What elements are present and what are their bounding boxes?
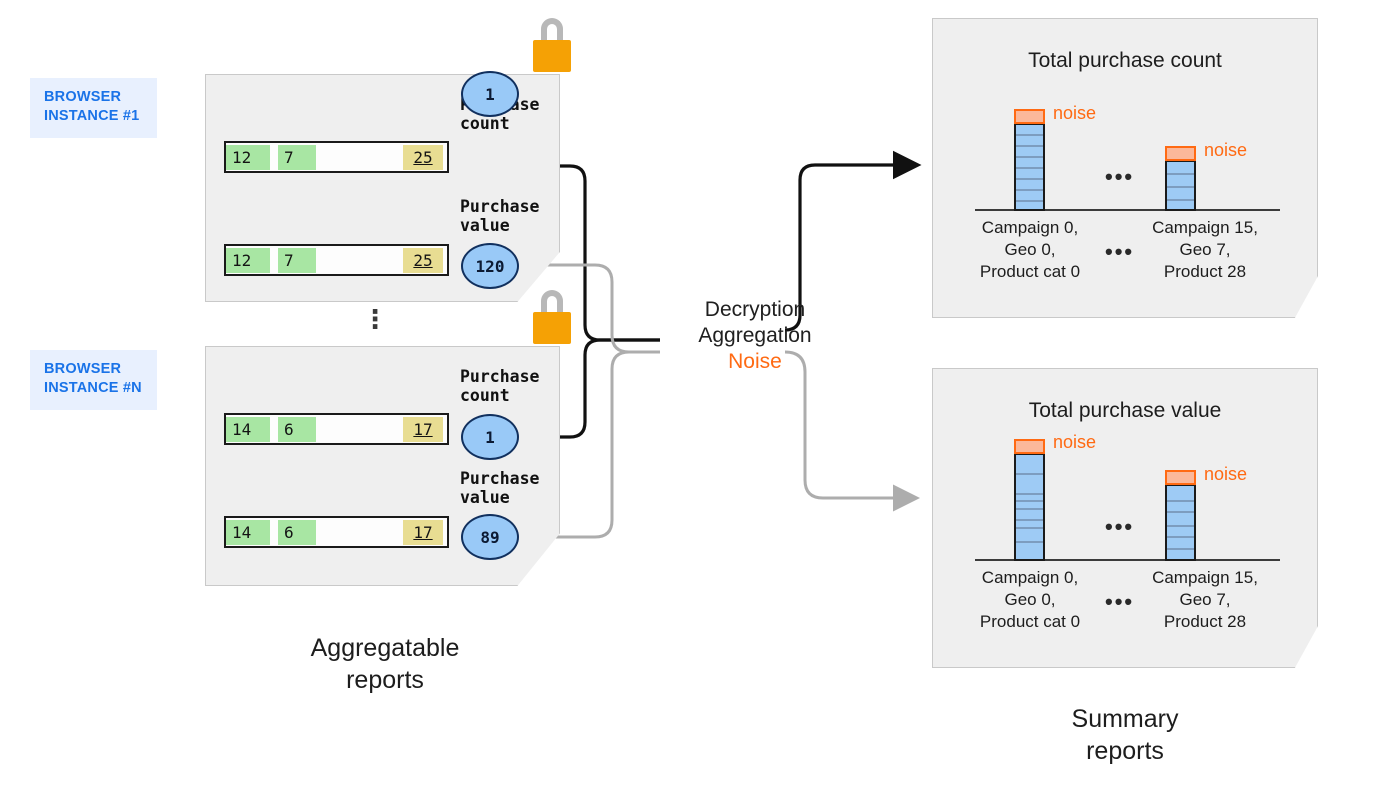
chart-bar-count-0	[1014, 123, 1045, 211]
badge-line-2: INSTANCE #1	[44, 108, 140, 124]
caption-line-2: reports	[1086, 737, 1164, 765]
summary-card-purchase-count: Total purchase count noise ••• noise Cam…	[932, 18, 1318, 318]
purchase-count-bubble-1: 1	[461, 71, 519, 117]
category-line: Product 28	[1163, 262, 1247, 281]
category-line: Geo 7,	[1179, 240, 1231, 259]
summary-card-purchase-value: Total purchase value noise ••• noise Cam…	[932, 368, 1318, 668]
metric-label-purchase-value: Purchase value	[460, 197, 539, 235]
chart-noise-cap-count-0	[1014, 109, 1045, 124]
chart-category-label-count-1: Campaign 15, Geo 7, Product 28	[1125, 217, 1285, 283]
lock-shackle	[541, 290, 563, 316]
metric-label-line2: count	[460, 114, 510, 133]
category-line: Product cat 0	[979, 612, 1081, 631]
report-cell-value: 25	[403, 144, 443, 170]
metric-label-line2: value	[460, 488, 510, 507]
metric-label-line1: Purchase	[460, 367, 540, 386]
badge-browser-instance-n: BROWSER INSTANCE #N	[30, 350, 157, 410]
report-cell-key2: 7	[278, 144, 316, 170]
chart-noise-label-value-0: noise	[1053, 432, 1097, 452]
chart-axis-value	[975, 559, 1280, 561]
category-line: Product 28	[1163, 612, 1247, 631]
category-line: Campaign 15,	[1152, 568, 1258, 587]
chart-category-label-count-0: Campaign 0, Geo 0, Product cat 0	[957, 217, 1103, 283]
chart-noise-cap-value-0	[1014, 439, 1045, 454]
purchase-value-bubble-n: 89	[461, 514, 519, 560]
report-cell-value: 25	[403, 247, 443, 273]
chart-noise-label-value-1: noise	[1204, 464, 1248, 484]
lock-body	[533, 40, 571, 72]
processing-line-noise: Noise	[728, 350, 782, 373]
lock-icon	[530, 290, 574, 348]
chart-noise-label-count-0: noise	[1053, 103, 1097, 123]
caption-aggregatable-reports: Aggregatable reports	[225, 632, 545, 696]
processing-line-aggregation: Aggregation	[698, 324, 812, 347]
chart-bar-count-1	[1165, 160, 1196, 211]
wire-out-count	[784, 150, 922, 332]
report-cell-key2: 6	[278, 519, 316, 545]
badge-browser-instance-1: BROWSER INSTANCE #1	[30, 78, 157, 138]
chart-title-value: Total purchase value	[1028, 399, 1222, 422]
lock-shackle	[541, 18, 563, 44]
chart-ellipsis-value: •••	[1105, 514, 1135, 539]
metric-label-purchase-value: Purchase value	[460, 469, 539, 507]
caption-line-2: reports	[346, 666, 424, 694]
caption-line-1: Summary	[1071, 705, 1179, 733]
metric-label-line1: Purchase	[460, 469, 540, 488]
report-row-1: 12 7 25	[224, 141, 449, 173]
report-cell-key2: 6	[278, 416, 316, 442]
wire-out-value	[784, 350, 920, 512]
purchase-count-bubble-n: 1	[461, 414, 519, 460]
report-row-1: 14 6 17	[224, 413, 449, 445]
chart-category-label-value-0: Campaign 0, Geo 0, Product cat 0	[957, 567, 1103, 633]
metric-label-purchase-count: Purchase count	[460, 367, 539, 405]
chart-title-count: Total purchase count	[1028, 49, 1222, 72]
chart-bar-value-1	[1165, 484, 1196, 561]
chart-category-label-value-1: Campaign 15, Geo 7, Product 28	[1125, 567, 1285, 633]
chart-category-ellipsis-count: •••	[1105, 239, 1135, 264]
badge-line-1: BROWSER	[44, 361, 122, 377]
chart-ellipsis-count: •••	[1105, 164, 1135, 189]
report-row-2: 12 7 25	[224, 244, 449, 276]
processing-label: Decryption Aggregation Noise	[655, 297, 855, 375]
wire-value-instance1	[520, 263, 660, 354]
category-line: Geo 0,	[1004, 590, 1056, 609]
report-cell-key1: 14	[226, 519, 270, 545]
chart-noise-cap-value-1	[1165, 470, 1196, 485]
badge-line-1: BROWSER	[44, 89, 122, 105]
caption-summary-reports: Summary reports	[965, 703, 1285, 767]
wire-count-instance2	[519, 338, 660, 439]
category-line: Geo 7,	[1179, 590, 1231, 609]
lock-icon	[530, 18, 574, 76]
report-cell-value: 17	[403, 519, 443, 545]
chart-noise-label-count-1: noise	[1204, 140, 1248, 160]
metric-label-line2: count	[460, 386, 510, 405]
caption-line-1: Aggregatable	[310, 634, 460, 662]
chart-bar-value-0	[1014, 453, 1045, 561]
report-cell-key1: 14	[226, 416, 270, 442]
chart-category-ellipsis-value: •••	[1105, 589, 1135, 614]
chart-axis-count	[975, 209, 1280, 211]
category-line: Campaign 15,	[1152, 218, 1258, 237]
report-cell-value: 17	[403, 416, 443, 442]
processing-line-decryption: Decryption	[704, 298, 806, 321]
category-line: Geo 0,	[1004, 240, 1056, 259]
purchase-value-bubble-1: 120	[461, 243, 519, 289]
report-cell-key2: 7	[278, 247, 316, 273]
metric-label-line1: Purchase	[460, 197, 540, 216]
report-cell-key1: 12	[226, 144, 270, 170]
lock-body	[533, 312, 571, 344]
report-cell-key1: 12	[226, 247, 270, 273]
chart-noise-cap-count-1	[1165, 146, 1196, 161]
wire-value-instance2	[520, 350, 660, 539]
report-row-2: 14 6 17	[224, 516, 449, 548]
category-line: Product cat 0	[979, 262, 1081, 281]
metric-label-line2: value	[460, 216, 510, 235]
vertical-ellipsis: ⋮	[362, 304, 388, 334]
badge-line-2: INSTANCE #N	[44, 380, 142, 396]
category-line: Campaign 0,	[981, 218, 1079, 237]
category-line: Campaign 0,	[981, 568, 1079, 587]
